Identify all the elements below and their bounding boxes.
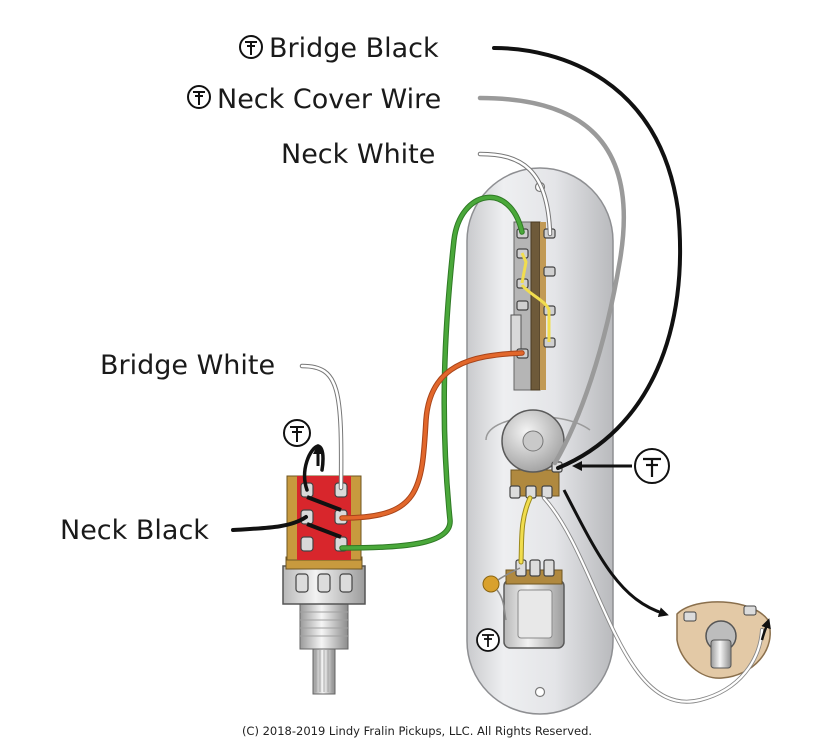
volume-pot: [485, 409, 591, 499]
three-way-switch: [510, 221, 556, 391]
bridge-black-wire: [492, 46, 683, 470]
neck-black-label: Neck Black: [60, 515, 209, 546]
arrow-icon: [562, 489, 669, 617]
plate-screw-hole: [534, 686, 546, 698]
neck-cover-wire: [477, 95, 627, 466]
ground-symbol-icon: [283, 419, 311, 447]
tone-pot: [482, 559, 565, 649]
wires: [231, 46, 764, 704]
push-pull-pot: [282, 475, 366, 695]
bridge-black-label: Bridge Black: [269, 33, 439, 64]
ground-symbol-icon: [476, 628, 500, 652]
tone-capacitor: [482, 575, 500, 593]
arrow-icon: [760, 618, 771, 641]
copyright-footer: (C) 2018-2019 Lindy Fralin Pickups, LLC.…: [242, 724, 592, 738]
bridge-white-label: Bridge White: [100, 350, 275, 381]
neck-cover-wire-label: Neck Cover Wire: [217, 84, 441, 115]
ground-symbol-icon: [187, 85, 211, 109]
ground-symbol-icon: [634, 448, 670, 484]
neck-black-wire: [231, 515, 308, 532]
arrows: [313, 444, 771, 641]
ground-symbol-icon: [239, 35, 263, 59]
neck-white-label: Neck White: [281, 139, 435, 170]
output-jack: [676, 601, 771, 679]
